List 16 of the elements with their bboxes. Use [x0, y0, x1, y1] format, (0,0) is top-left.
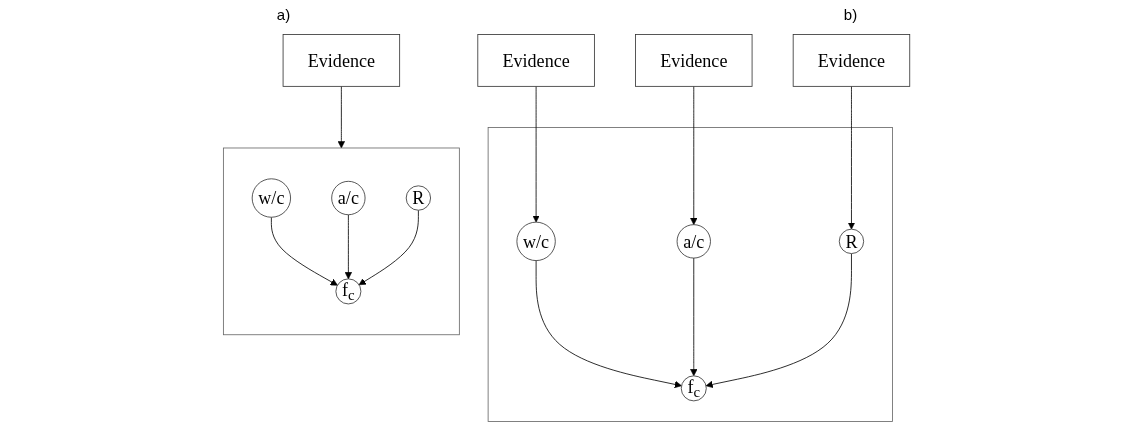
node-circle: a/c	[331, 180, 366, 216]
node-circle: R	[839, 228, 865, 254]
node-circle: a/c	[677, 224, 712, 259]
node-box: Evidence	[793, 34, 911, 87]
node-box: Evidence	[283, 34, 401, 87]
node-circle: f$_{c}$	[335, 278, 362, 305]
cluster	[488, 127, 894, 422]
node-circle: w/c	[516, 221, 557, 261]
node-box: Evidence	[477, 34, 596, 87]
node-circle: f$_{c}$	[681, 375, 708, 402]
node-circle: R	[406, 185, 432, 211]
cluster	[223, 147, 461, 336]
node-box: Evidence	[635, 34, 753, 87]
panel-label: b)	[843, 5, 858, 23]
panel-label: a)	[276, 5, 291, 23]
node-circle: w/c	[252, 178, 292, 218]
